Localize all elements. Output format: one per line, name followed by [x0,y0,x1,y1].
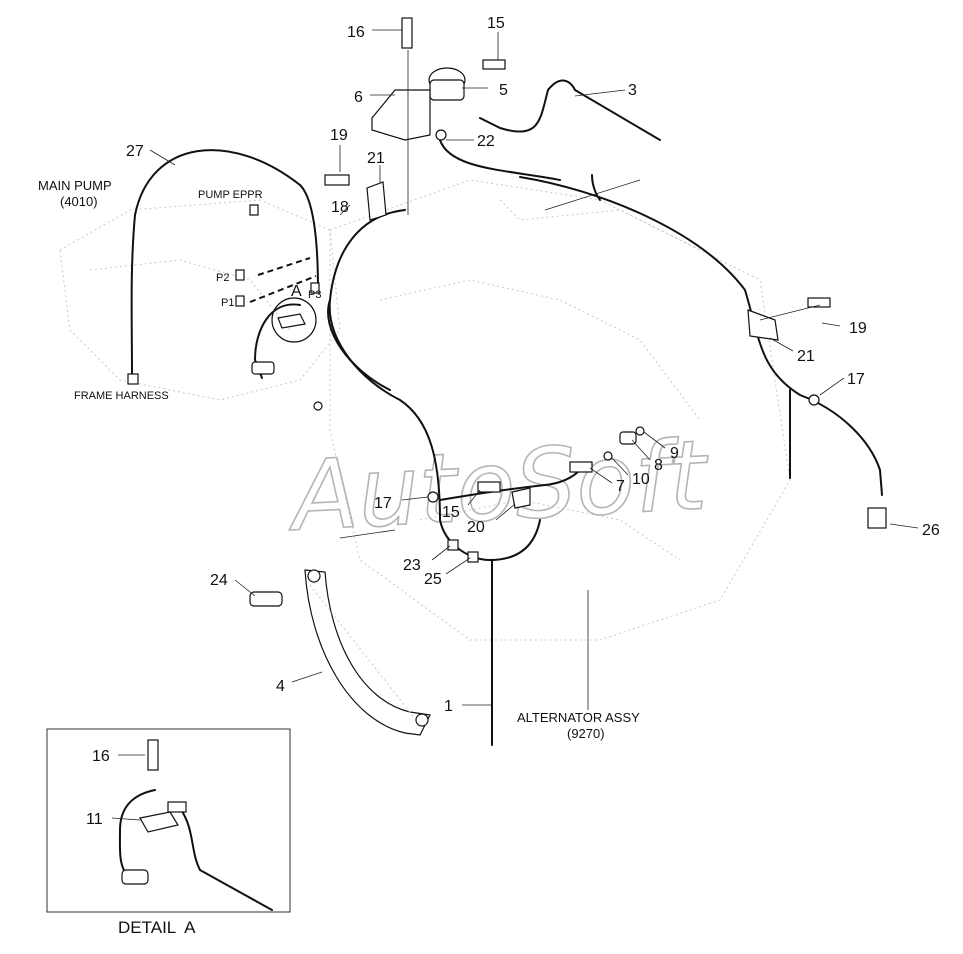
hardware-parts [127,17,887,607]
detail-a-panel [46,728,291,913]
p2-label: P2 [216,272,229,284]
callout-24: 24 [210,572,228,589]
leader-lines [149,29,919,710]
ground-strap [304,569,431,736]
callout-5: 5 [499,82,508,99]
alternator-label: ALTERNATOR ASSY [517,710,640,725]
callout-26: 26 [922,522,940,539]
callout-18: 18 [331,199,349,216]
text-labels: MAIN PUMP (4010) PUMP EPPR P2 P1 P3 FRAM… [38,178,640,937]
harness-wires [130,79,883,746]
callout-15-mid: 15 [442,504,460,521]
pump-eppr-label: PUMP EPPR [198,189,263,201]
callout-15-top: 15 [487,15,505,32]
alternator-code: (9270) [567,726,605,741]
callout-21-top: 21 [367,150,385,167]
main-pump-code: (4010) [60,194,98,209]
callout-23: 23 [403,557,421,574]
callout-19-top: 19 [330,127,348,144]
callout-17-mid: 17 [374,495,392,512]
callout-4: 4 [276,678,285,695]
callout-8: 8 [654,457,663,474]
callout-7: 7 [616,478,625,495]
callout-10: 10 [632,471,650,488]
engine-ghost-outline [59,179,791,641]
p3-label: P3 [308,289,321,301]
callout-11: 11 [86,811,103,828]
callout-17-right: 17 [847,371,865,388]
callout-6: 6 [354,89,363,106]
callout-25: 25 [424,571,442,588]
detail-a-title: DETAIL A [118,918,196,937]
main-pump-label: MAIN PUMP [38,178,112,193]
callout-9: 9 [670,445,679,462]
callout-20: 20 [467,519,485,536]
callout-19-right: 19 [849,320,867,337]
callout-21-right: 21 [797,348,815,365]
callout-16-top: 16 [347,24,365,41]
callout-1: 1 [444,698,453,715]
callout-27: 27 [126,143,144,160]
frame-harness-label: FRAME HARNESS [74,390,169,402]
callout-22: 22 [477,133,495,150]
callout-16-detail: 16 [92,748,110,765]
p1-label: P1 [221,297,234,309]
callouts: 16 15 6 5 3 22 27 19 21 18 19 21 17 9 8 … [86,15,940,828]
detail-a-marker: A [291,283,302,300]
callout-3: 3 [628,82,637,99]
